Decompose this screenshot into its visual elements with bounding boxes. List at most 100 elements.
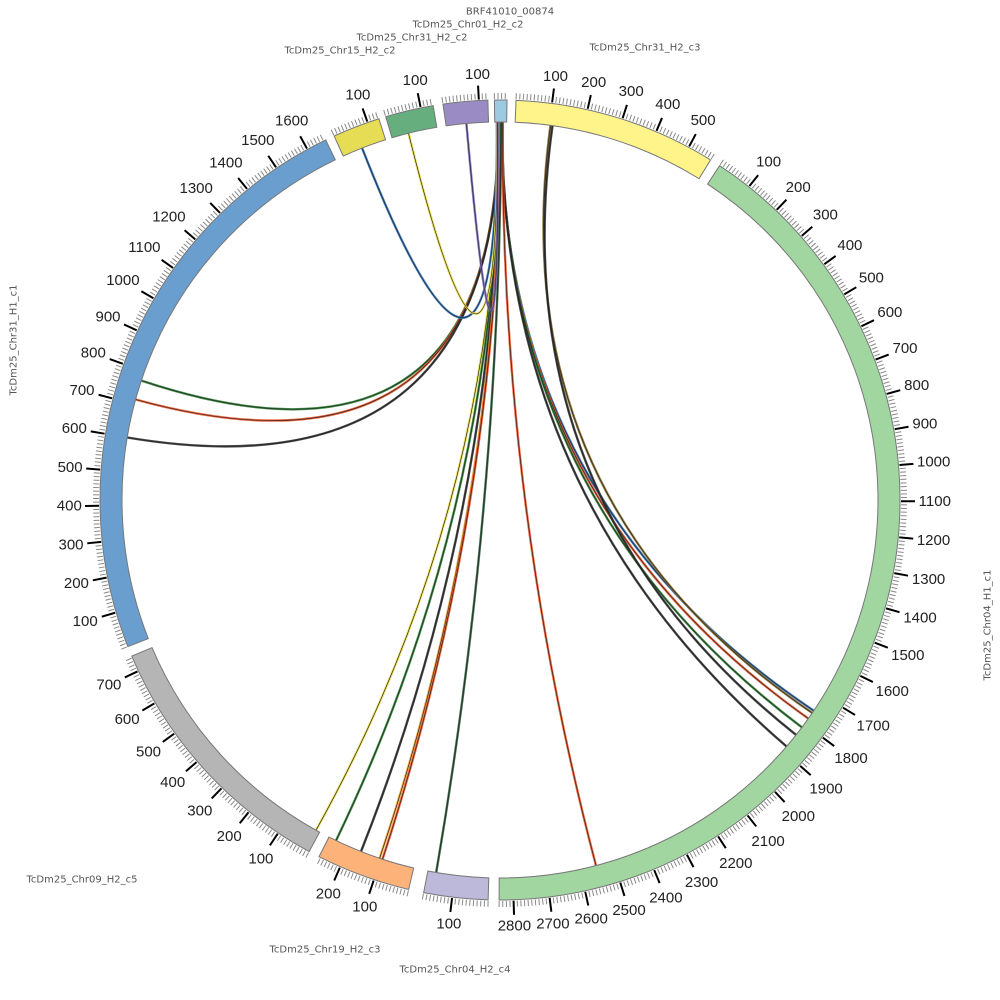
link <box>465 121 499 313</box>
minor-tick <box>898 547 905 550</box>
minor-tick <box>824 734 831 739</box>
tick-label: 2600 <box>575 911 608 928</box>
minor-tick <box>675 134 680 141</box>
minor-tick <box>177 744 184 750</box>
segment-chr04c4[interactable] <box>423 870 490 901</box>
minor-tick <box>164 727 171 732</box>
minor-tick <box>629 114 632 121</box>
minor-tick <box>313 137 317 144</box>
minor-tick <box>893 424 901 427</box>
minor-tick <box>883 614 890 618</box>
minor-tick <box>114 629 121 633</box>
minor-tick <box>392 886 395 893</box>
segment-chr01c2[interactable] <box>442 99 490 127</box>
minor-tick <box>782 783 788 789</box>
minor-tick <box>851 691 858 696</box>
minor-tick <box>698 146 703 152</box>
minor-tick <box>209 780 215 786</box>
tick-label: 500 <box>691 112 716 129</box>
minor-tick <box>108 389 115 392</box>
minor-tick <box>154 712 161 717</box>
minor-tick <box>552 897 555 904</box>
minor-tick <box>333 865 337 872</box>
minor-tick <box>178 249 185 254</box>
minor-tick <box>134 320 140 325</box>
minor-tick <box>267 829 273 835</box>
tick-label: 1600 <box>876 683 909 700</box>
minor-tick <box>114 368 121 372</box>
minor-tick <box>257 172 262 179</box>
minor-tick <box>258 823 264 829</box>
segment-chr31c2[interactable] <box>385 105 438 139</box>
segment-chr04c1[interactable] <box>498 164 901 901</box>
minor-tick <box>777 788 783 795</box>
minor-tick <box>300 144 305 151</box>
minor-tick <box>133 674 140 678</box>
minor-tick <box>609 885 612 892</box>
minor-tick <box>95 454 102 456</box>
minor-tick <box>895 431 902 434</box>
minor-tick <box>590 103 594 110</box>
minor-tick <box>616 883 620 890</box>
minor-tick <box>95 544 102 547</box>
segment-chr15c2[interactable] <box>333 118 387 157</box>
chromosome-label: TcDm25_Chr04_H1_c1 <box>983 570 994 682</box>
minor-tick <box>109 385 116 389</box>
minor-tick <box>196 767 202 772</box>
major-tick <box>584 891 590 906</box>
minor-tick <box>838 281 844 286</box>
minor-tick <box>794 223 800 229</box>
minor-tick <box>94 537 101 540</box>
segment-chr09c5[interactable] <box>131 646 321 853</box>
minor-tick <box>334 127 338 134</box>
tick-label: 400 <box>160 774 185 791</box>
minor-tick <box>750 812 755 819</box>
minor-tick <box>766 798 772 804</box>
major-tick <box>183 229 196 241</box>
minor-tick <box>330 129 335 136</box>
minor-tick <box>226 198 231 204</box>
minor-tick <box>270 831 276 837</box>
minor-tick <box>804 760 810 765</box>
minor-tick <box>403 889 406 896</box>
minor-tick <box>881 374 888 378</box>
minor-tick <box>580 101 583 108</box>
minor-tick <box>218 205 223 211</box>
minor-tick <box>872 350 879 354</box>
tick-label: 400 <box>57 498 82 515</box>
minor-tick <box>544 95 547 102</box>
tick-label: 900 <box>912 415 937 432</box>
minor-tick <box>169 261 176 266</box>
tick-label: 1600 <box>275 112 308 129</box>
segment-chr31c1[interactable] <box>99 139 336 648</box>
minor-tick <box>714 838 719 844</box>
segment-chr31c3[interactable] <box>514 99 712 180</box>
minor-tick <box>874 353 881 357</box>
minor-tick <box>708 841 713 848</box>
minor-tick <box>870 652 877 656</box>
minor-tick <box>731 167 736 174</box>
minor-tick <box>880 625 887 629</box>
minor-tick <box>583 101 586 109</box>
minor-tick <box>111 378 118 382</box>
minor-tick <box>350 872 354 879</box>
minor-tick <box>283 839 288 845</box>
minor-tick <box>157 279 164 284</box>
minor-tick <box>320 859 324 866</box>
segment-chr19c3[interactable] <box>318 836 415 891</box>
tick-label: 200 <box>64 575 89 592</box>
minor-tick <box>117 636 124 640</box>
major-tick <box>548 897 553 912</box>
minor-tick <box>761 803 766 809</box>
segment-brf[interactable] <box>493 99 508 123</box>
major-tick <box>109 358 124 365</box>
minor-tick <box>101 417 108 420</box>
minor-tick <box>601 106 604 113</box>
minor-tick <box>161 273 168 278</box>
minor-tick <box>130 667 137 672</box>
link <box>543 125 797 736</box>
minor-tick <box>186 756 193 761</box>
minor-tick <box>792 773 798 779</box>
tick-label: 100 <box>436 915 461 932</box>
minor-tick <box>111 619 118 622</box>
